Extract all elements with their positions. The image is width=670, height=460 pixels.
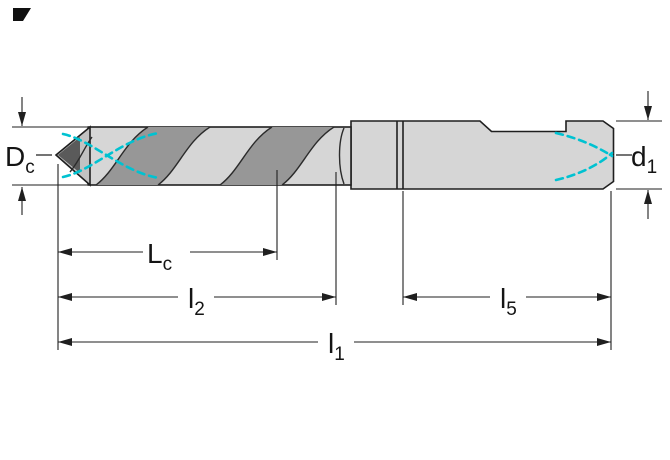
label-l1: l1 (328, 328, 345, 365)
flute-runout (338, 127, 345, 185)
drill-body (54, 120, 615, 190)
coolant-channel-shank-1 (554, 131, 614, 158)
label-cutting-diameter: Dc (5, 141, 35, 178)
dimension-flute-length: Lc (58, 234, 277, 275)
label-shank-diameter: d1 (631, 141, 657, 178)
label-l2: l2 (188, 283, 205, 320)
dimension-l5: l5 (403, 279, 611, 320)
point-edge-line (69, 136, 93, 173)
dimension-shank-diameter: d1 (616, 91, 662, 219)
label-backing (318, 324, 354, 360)
label-backing (490, 279, 526, 315)
corner-mark (13, 8, 31, 21)
label-backing (143, 234, 190, 270)
coolant-channel-tip-2 (61, 132, 161, 180)
flute-groove (96, 127, 210, 185)
coolant-channels (61, 131, 614, 182)
flute-edge (157, 127, 211, 185)
label-l5: l5 (500, 283, 517, 320)
flute-spirals (95, 127, 345, 185)
drill-point-shadow (58, 137, 80, 173)
flute-edge (219, 127, 273, 185)
shank (350, 120, 615, 190)
label-backing (178, 279, 214, 315)
extension-lines (57, 164, 612, 350)
label-flute-length: Lc (147, 238, 172, 275)
dimension-cutting-diameter: Dc (5, 97, 87, 215)
dimension-l2: l2 (58, 279, 336, 320)
flute-groove (220, 127, 334, 185)
coolant-channel-shank-2 (554, 151, 614, 182)
dimension-l1: l1 (58, 324, 611, 365)
flute-edge (281, 127, 335, 185)
flute-edge (95, 127, 149, 185)
